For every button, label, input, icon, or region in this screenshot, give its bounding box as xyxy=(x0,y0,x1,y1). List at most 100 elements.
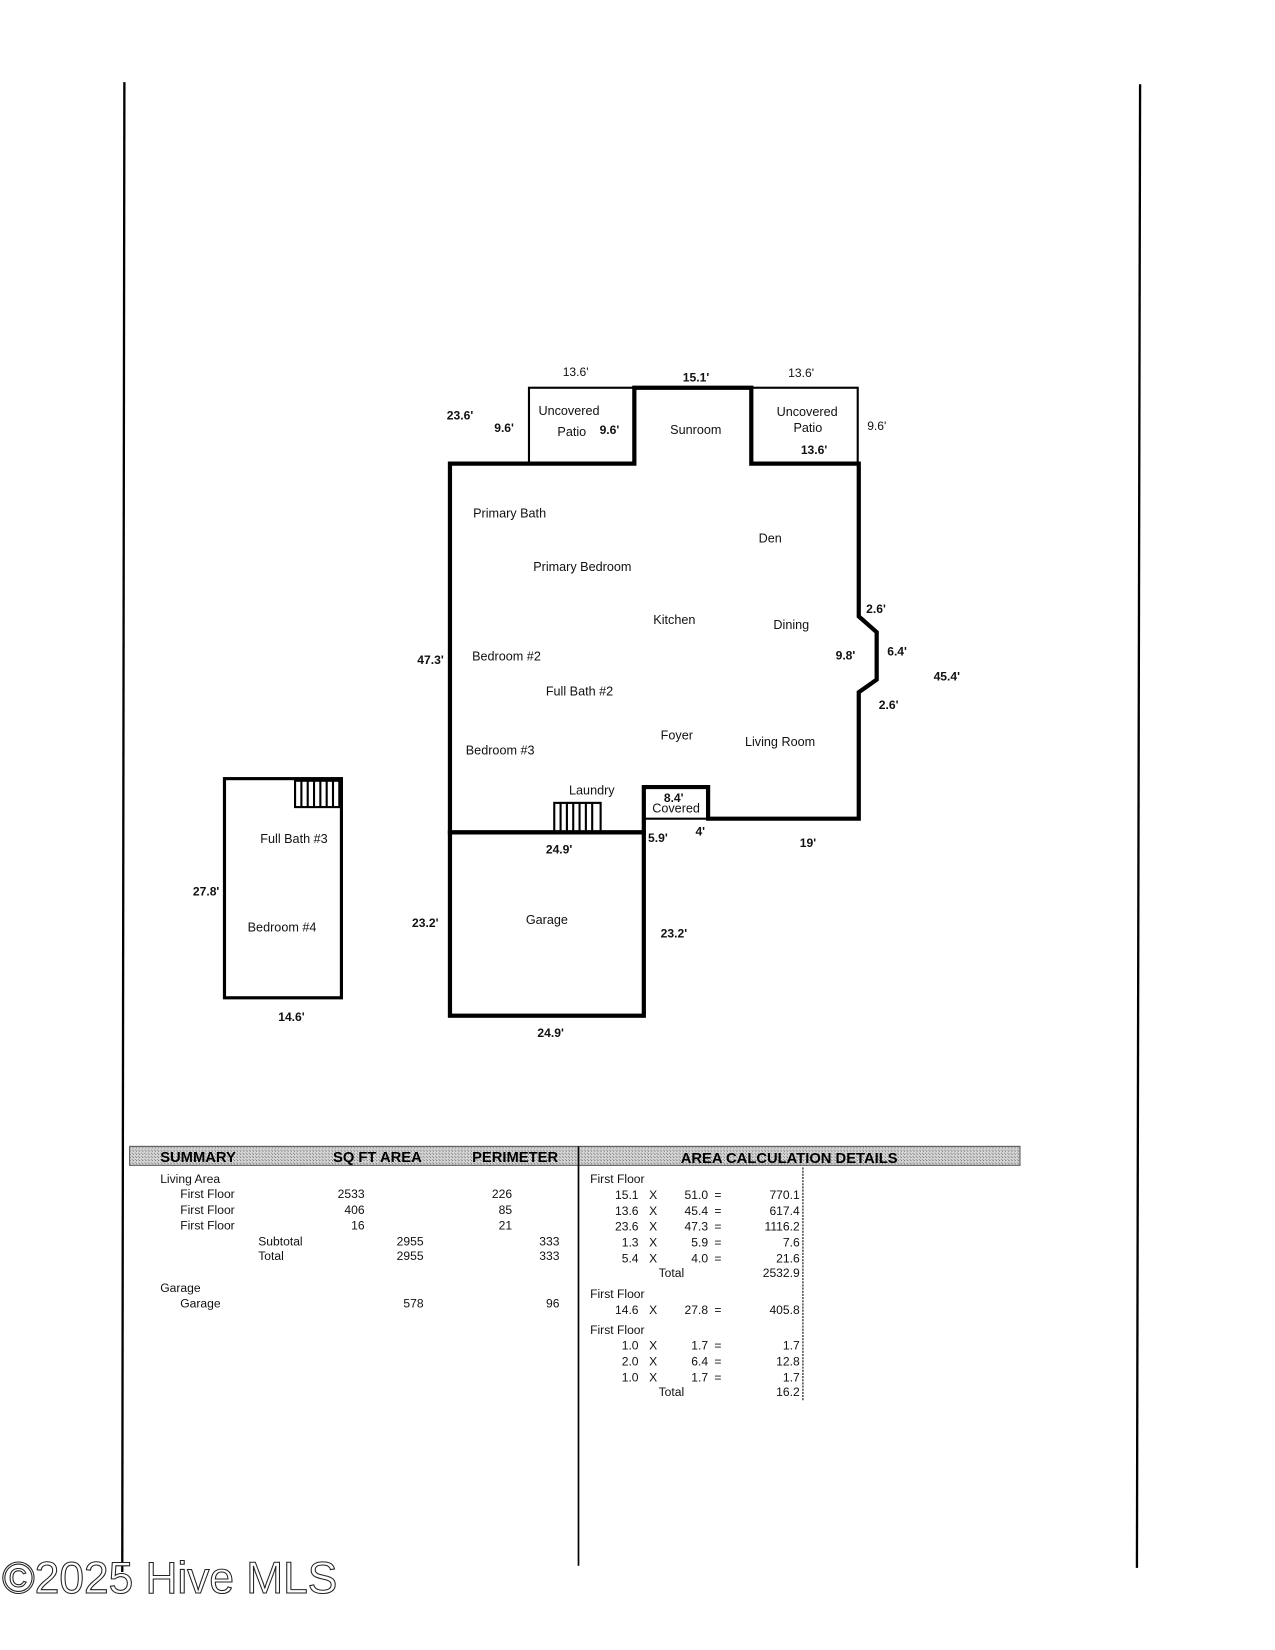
row-label: Garage xyxy=(180,1297,221,1311)
room-label: Sunroom xyxy=(670,423,721,437)
dimension-label: 14.6' xyxy=(278,1010,305,1024)
row-perimeter: 85 xyxy=(499,1203,513,1217)
room-label: Covered xyxy=(652,801,700,815)
dimension-label: 4' xyxy=(695,825,705,839)
dimension-label: 2.6' xyxy=(866,602,886,616)
row-area: 16 xyxy=(351,1219,365,1233)
main-house-outline xyxy=(447,385,879,835)
row-label: Subtotal xyxy=(258,1234,302,1248)
row-area: 2533 xyxy=(338,1187,365,1201)
details-equals: = xyxy=(714,1303,721,1317)
details-factor-a: 1.3 xyxy=(622,1235,639,1249)
room-label: Bedroom #2 xyxy=(472,650,541,664)
details-result: 21.6 xyxy=(776,1251,800,1265)
details-factor-b: 4.0 xyxy=(691,1251,708,1265)
room-label: Bedroom #4 xyxy=(248,920,317,934)
summary-row: First Floor 2533 226 xyxy=(180,1187,512,1201)
details-factor-b: 51.0 xyxy=(685,1188,709,1202)
details-factor-a: 2.0 xyxy=(622,1355,639,1369)
details-result: 1.7 xyxy=(783,1370,800,1384)
details-times: X xyxy=(649,1251,657,1265)
details-factor-b: 27.8 xyxy=(685,1303,709,1317)
details-factor-a: 14.6 xyxy=(615,1303,639,1317)
dimension-label: 9.8' xyxy=(836,649,856,663)
details-equals: = xyxy=(714,1235,721,1249)
details-result: 7.6 xyxy=(783,1235,800,1249)
dimension-label: 23.6' xyxy=(447,408,474,422)
details-factor-a: 5.4 xyxy=(622,1251,639,1265)
row-label: First Floor xyxy=(180,1203,235,1217)
details-equals: = xyxy=(714,1251,721,1265)
floor-plan: Uncovered Patio Sunroom Uncovered Patio … xyxy=(193,365,960,1040)
details-times: X xyxy=(649,1303,657,1317)
room-label: Laundry xyxy=(569,783,615,797)
header-sqft-area: SQ FT AREA xyxy=(333,1150,422,1166)
row-label: Total xyxy=(258,1249,284,1263)
details-total: 16.2 xyxy=(776,1385,800,1399)
details-total-label: Total xyxy=(659,1385,685,1399)
dimension-label: 27.8' xyxy=(193,885,220,899)
garage-row: Garage 578 96 xyxy=(180,1297,560,1311)
laundry-stairs xyxy=(553,801,602,834)
room-label: Uncovered xyxy=(538,404,599,418)
room-label: Full Bath #3 xyxy=(260,832,327,846)
details-times: X xyxy=(649,1188,657,1202)
room-label: Patio xyxy=(557,425,586,439)
row-perimeter: 226 xyxy=(492,1187,512,1201)
dimension-label: 13.6' xyxy=(801,443,828,457)
bedroom4-stairs xyxy=(294,779,341,809)
dimension-label: 9.6' xyxy=(600,423,620,437)
details-result: 12.8 xyxy=(776,1355,800,1369)
room-label: Uncovered xyxy=(777,405,838,419)
dimension-label: 13.6' xyxy=(788,366,814,380)
details-equals: = xyxy=(714,1220,721,1234)
dimension-label: 24.9' xyxy=(546,842,573,856)
details-times: X xyxy=(649,1204,657,1218)
dimension-label: 24.9' xyxy=(537,1026,564,1040)
room-label: Patio xyxy=(793,421,822,435)
dimension-label: 2.6' xyxy=(879,698,899,712)
row-area: 578 xyxy=(403,1297,423,1311)
table-header-bar xyxy=(129,1145,1021,1166)
dimension-label: 23.2' xyxy=(412,916,439,930)
header-perimeter: PERIMETER xyxy=(472,1150,558,1166)
details-times: X xyxy=(649,1220,657,1234)
details-group-label: First Floor xyxy=(590,1323,645,1337)
details-equals: = xyxy=(714,1370,721,1384)
summary-row: First Floor 406 85 xyxy=(180,1203,512,1217)
row-label: First Floor xyxy=(180,1219,235,1233)
details-factor-a: 1.0 xyxy=(622,1339,639,1353)
dimension-label: 23.2' xyxy=(661,927,688,941)
dimension-label: 6.4' xyxy=(887,644,907,658)
summary-table: SUMMARY SQ FT AREA PERIMETER AREA CALCUL… xyxy=(129,1145,1021,1566)
garage-group-label: Garage xyxy=(160,1281,201,1295)
details-result: 617.4 xyxy=(769,1204,800,1218)
details-result: 770.1 xyxy=(769,1188,800,1202)
details-equals: = xyxy=(714,1188,721,1202)
details-result: 1116.2 xyxy=(765,1220,801,1234)
garage-outline xyxy=(447,830,646,1018)
room-label: Full Bath #2 xyxy=(546,684,613,698)
details-factor-b: 1.7 xyxy=(691,1370,708,1384)
details-factor-a: 13.6 xyxy=(615,1204,639,1218)
details-factor-b: 1.7 xyxy=(691,1339,708,1353)
row-perimeter: 333 xyxy=(539,1234,559,1248)
room-label: Living Room xyxy=(745,735,815,749)
details-group-label: First Floor xyxy=(590,1172,645,1186)
room-label: Garage xyxy=(526,913,568,927)
total-row: Total 2955 333 xyxy=(258,1249,560,1263)
details-equals: = xyxy=(714,1339,721,1353)
details-result: 1.7 xyxy=(783,1339,800,1353)
dimension-label: 5.9' xyxy=(648,831,668,845)
room-label: Kitchen xyxy=(653,613,695,627)
details-total: 2532.9 xyxy=(763,1266,800,1280)
row-area: 406 xyxy=(344,1203,364,1217)
room-label: Primary Bedroom xyxy=(533,560,631,574)
details-result: 405.8 xyxy=(769,1303,800,1317)
dimension-label: 8.4' xyxy=(664,791,684,805)
row-area: 2955 xyxy=(397,1234,424,1248)
bedroom4-outline xyxy=(222,777,344,1000)
row-area: 2955 xyxy=(397,1249,424,1263)
dimension-label: 9.6' xyxy=(494,421,514,435)
